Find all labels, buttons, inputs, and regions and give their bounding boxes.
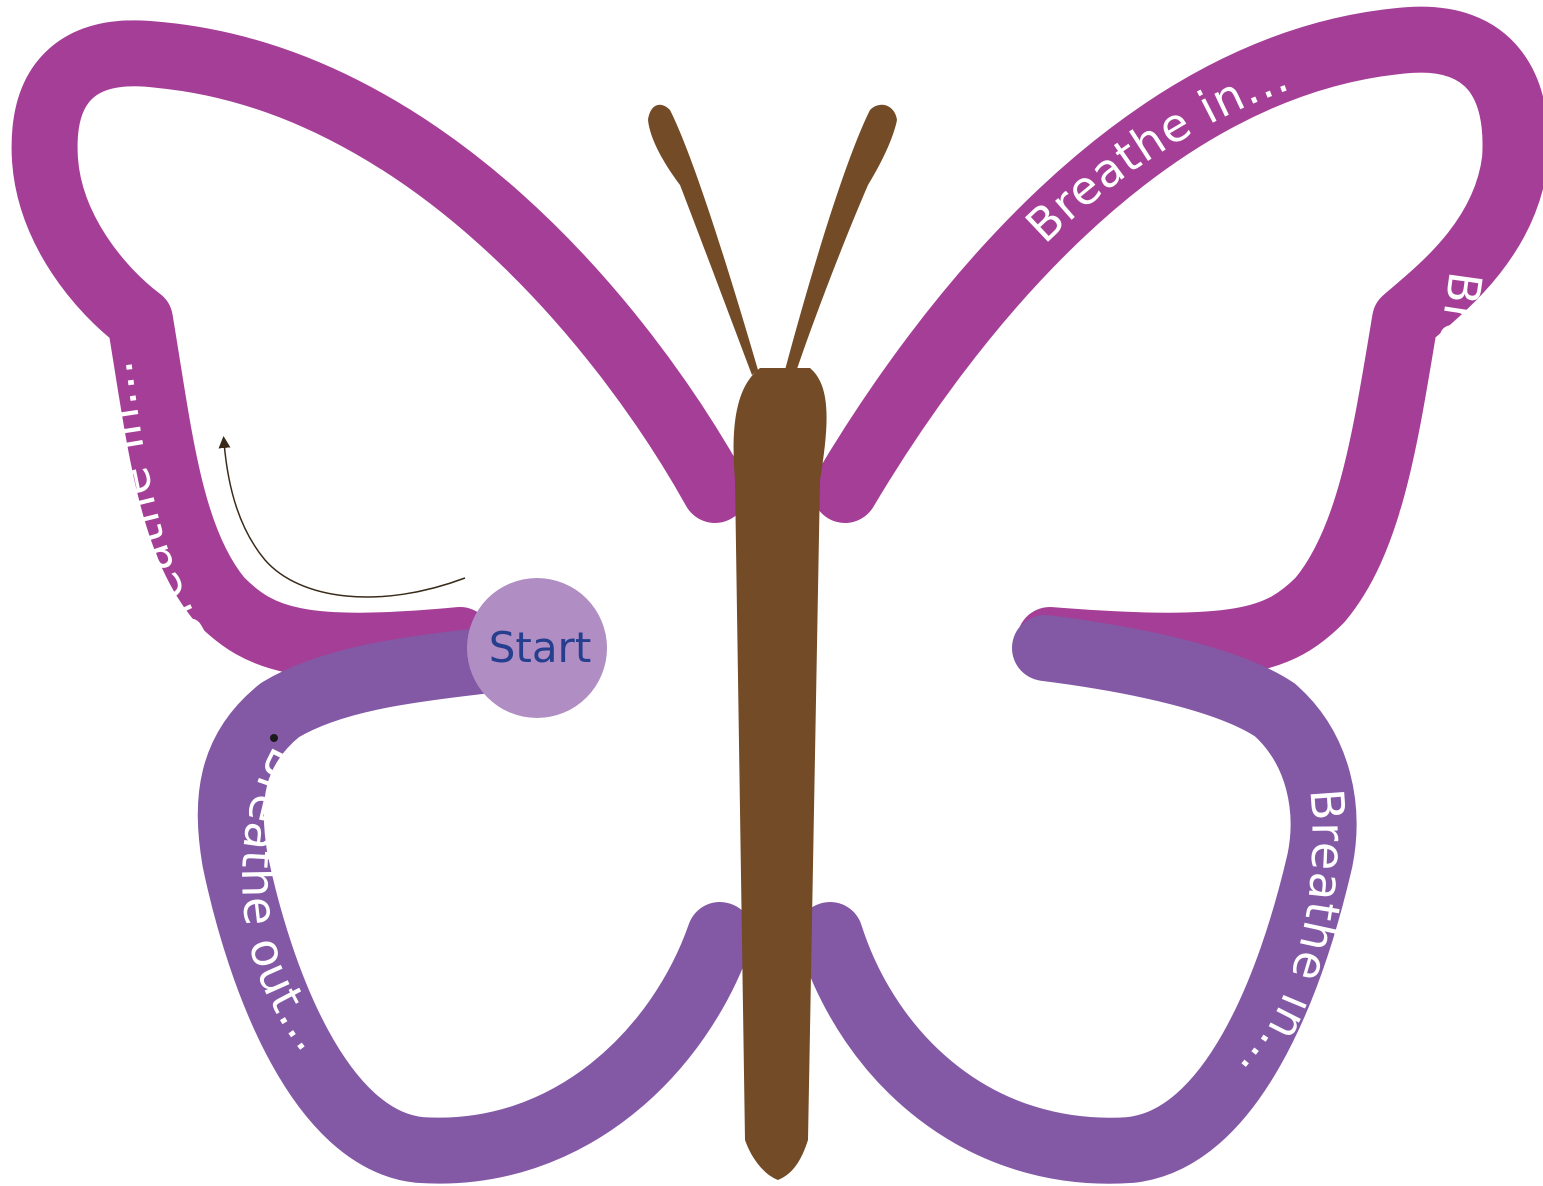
label-upper-right-top: Breathe in... [1015,48,1296,253]
butterfly-body [734,368,827,1180]
dot-icon [270,734,278,742]
lower-left-wing [231,660,720,1151]
left-antenna [648,105,758,375]
right-antenna [785,105,897,375]
curved-arrow-icon [224,442,465,597]
start-label: Start [489,623,592,672]
start-button[interactable]: Start [467,578,607,718]
